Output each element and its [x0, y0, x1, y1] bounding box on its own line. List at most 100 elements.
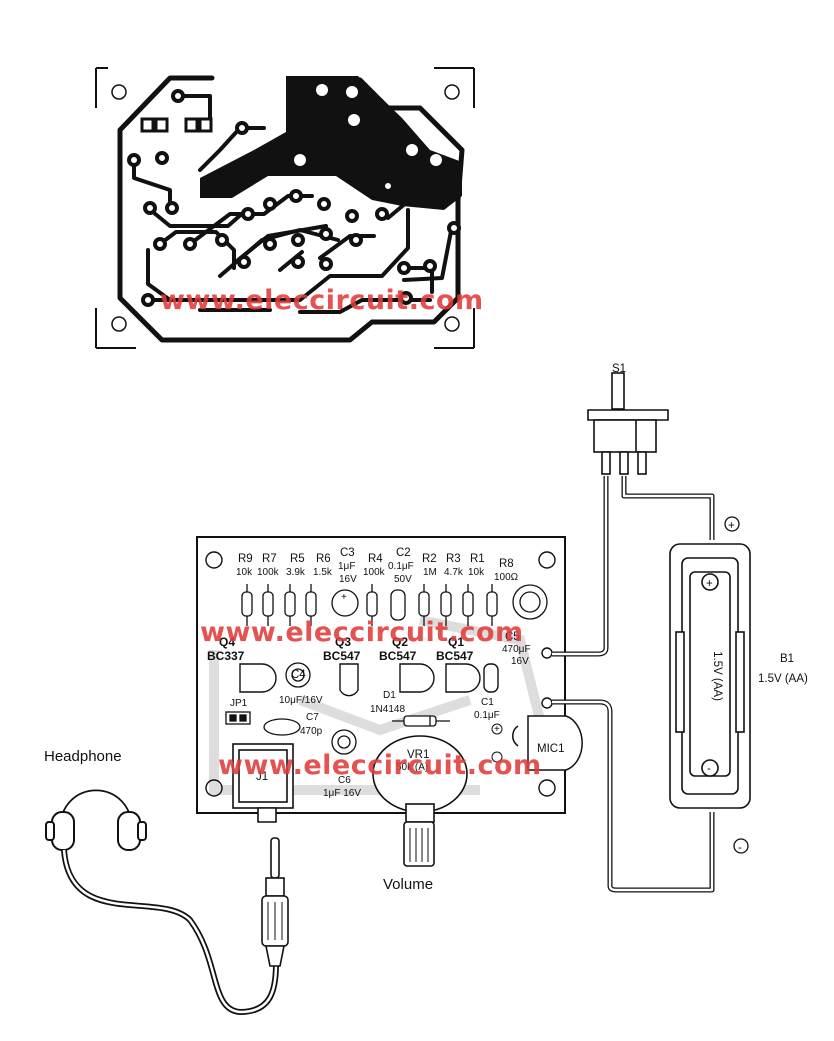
c1-value: 0.1μF [474, 710, 500, 721]
transistor-labels: Q4 BC337 Q3 BC547 Q2 BC547 Q1 BC547 C5 4… [207, 631, 531, 667]
headphone-label: Headphone [44, 748, 122, 765]
battery-body-text: 1.5V (AA) [711, 651, 723, 701]
component-board: R9 10k R7 100k R5 3.9k R6 1.5k C3 1μF 16… [196, 536, 583, 867]
copper-pour [200, 76, 462, 210]
watermark-top: www.eleccircuit.com [160, 285, 484, 316]
q3-ref: Q3 [335, 635, 351, 649]
r7-ref: R7 [262, 553, 277, 565]
j1-jack [232, 743, 294, 823]
c3-ref: C3 [340, 547, 355, 559]
r7-value: 100k [257, 567, 280, 578]
jp1-jumper [225, 711, 251, 725]
q4-ref: Q4 [219, 635, 235, 649]
c1-capacitor-body [483, 663, 499, 693]
r8-ref: R8 [499, 558, 514, 570]
q3-part: BC547 [323, 649, 361, 663]
vr1-ref: VR1 [407, 749, 429, 761]
c5-capacitor [512, 584, 548, 620]
battery-spec: 1.5V (AA) [758, 673, 808, 685]
watermark-bottom: www.eleccircuit.com [218, 750, 542, 781]
r4-resistor [366, 584, 378, 626]
c1-ref: C1 [481, 697, 494, 708]
watermark-middle: www.eleccircuit.com [200, 617, 524, 648]
c3-voltage: 16V [339, 574, 357, 585]
resistor-row-labels: R9 10k R7 100k R5 3.9k R6 1.5k C3 1μF 16… [236, 547, 519, 585]
c4-capacitor [285, 662, 311, 688]
mic1-microphone [512, 715, 583, 771]
r2-ref: R2 [422, 553, 437, 565]
transistors [239, 663, 499, 697]
battery-holder [669, 543, 751, 809]
q1-ref: Q1 [448, 635, 464, 649]
terminal-plus-sign: + [728, 520, 735, 532]
r4-ref: R4 [368, 553, 383, 565]
jp1-ref: JP1 [230, 698, 248, 709]
r5-value: 3.9k [286, 567, 306, 578]
q4-transistor [239, 663, 277, 693]
c6-capacitor [331, 729, 357, 755]
holder-plus-sign: + [706, 578, 713, 590]
r2-resistor [418, 584, 430, 626]
s1-label: S1 [612, 363, 626, 375]
svg-text:+: + [341, 592, 347, 603]
c4-ref: C4 [291, 669, 306, 681]
q4-part: BC337 [207, 649, 245, 663]
c2-value: 0.1μF [388, 561, 414, 572]
c7-capacitor [263, 718, 301, 736]
terminal-minus-sign: - [738, 842, 742, 854]
q2-ref: Q2 [392, 635, 408, 649]
c7-value: 470p [300, 726, 323, 737]
c6-ref: C6 [338, 775, 351, 786]
r6-value: 1.5k [313, 567, 333, 578]
r3-ref: R3 [446, 553, 461, 565]
crop-marks [95, 67, 475, 349]
q3-transistor [339, 663, 359, 697]
mic-plus-sign: + [494, 724, 500, 735]
r1-resistor [462, 584, 474, 626]
c3-value: 1μF [338, 561, 355, 572]
vr1-potentiometer [372, 735, 468, 867]
r2-value: 1M [423, 567, 437, 578]
r7-resistor [262, 584, 274, 626]
r9-value: 10k [236, 567, 253, 578]
vr1-value: 50k (A) [396, 762, 428, 773]
switch-s1 [587, 372, 669, 475]
r10-resistor [486, 584, 498, 626]
c5-value: 470μF [502, 644, 531, 655]
volume-label: Volume [383, 876, 433, 893]
c2-ref: C2 [396, 547, 411, 559]
r5-ref: R5 [290, 553, 305, 565]
d1-ref: D1 [383, 690, 396, 701]
d1-diode [392, 715, 450, 727]
c7-ref: C7 [306, 712, 319, 723]
headphone-icon [45, 789, 147, 851]
c3-capacitor: + [331, 589, 359, 617]
watermarks: www.eleccircuit.com www.eleccircuit.com … [160, 285, 542, 781]
c6-value: 1μF 16V [323, 788, 361, 799]
r4-value: 100k [363, 567, 386, 578]
c2-capacitor [390, 589, 406, 621]
r1-ref: R1 [470, 553, 485, 565]
d1-part: 1N4148 [370, 704, 405, 715]
mounting-holes [111, 84, 460, 332]
pcb-foil-pattern [95, 67, 475, 349]
q1-part: BC547 [436, 649, 474, 663]
r8-value: 100Ω [494, 572, 519, 583]
battery-ref: B1 [780, 653, 794, 665]
r1-value: 10k [468, 567, 485, 578]
r6-ref: R6 [316, 553, 331, 565]
c2-voltage: 50V [394, 574, 412, 585]
c5-ref: C5 [505, 631, 520, 643]
q1-transistor [445, 663, 481, 693]
r9-ref: R9 [238, 553, 253, 565]
headphone-plug [261, 837, 289, 967]
j1-ref: J1 [256, 771, 268, 783]
holder-minus-sign: - [707, 763, 711, 775]
c5-voltage: 16V [511, 656, 529, 667]
r5-resistor [284, 584, 296, 626]
resistors [241, 584, 498, 626]
r3-resistor [440, 584, 452, 626]
wires [552, 476, 715, 893]
q2-transistor [399, 663, 435, 693]
